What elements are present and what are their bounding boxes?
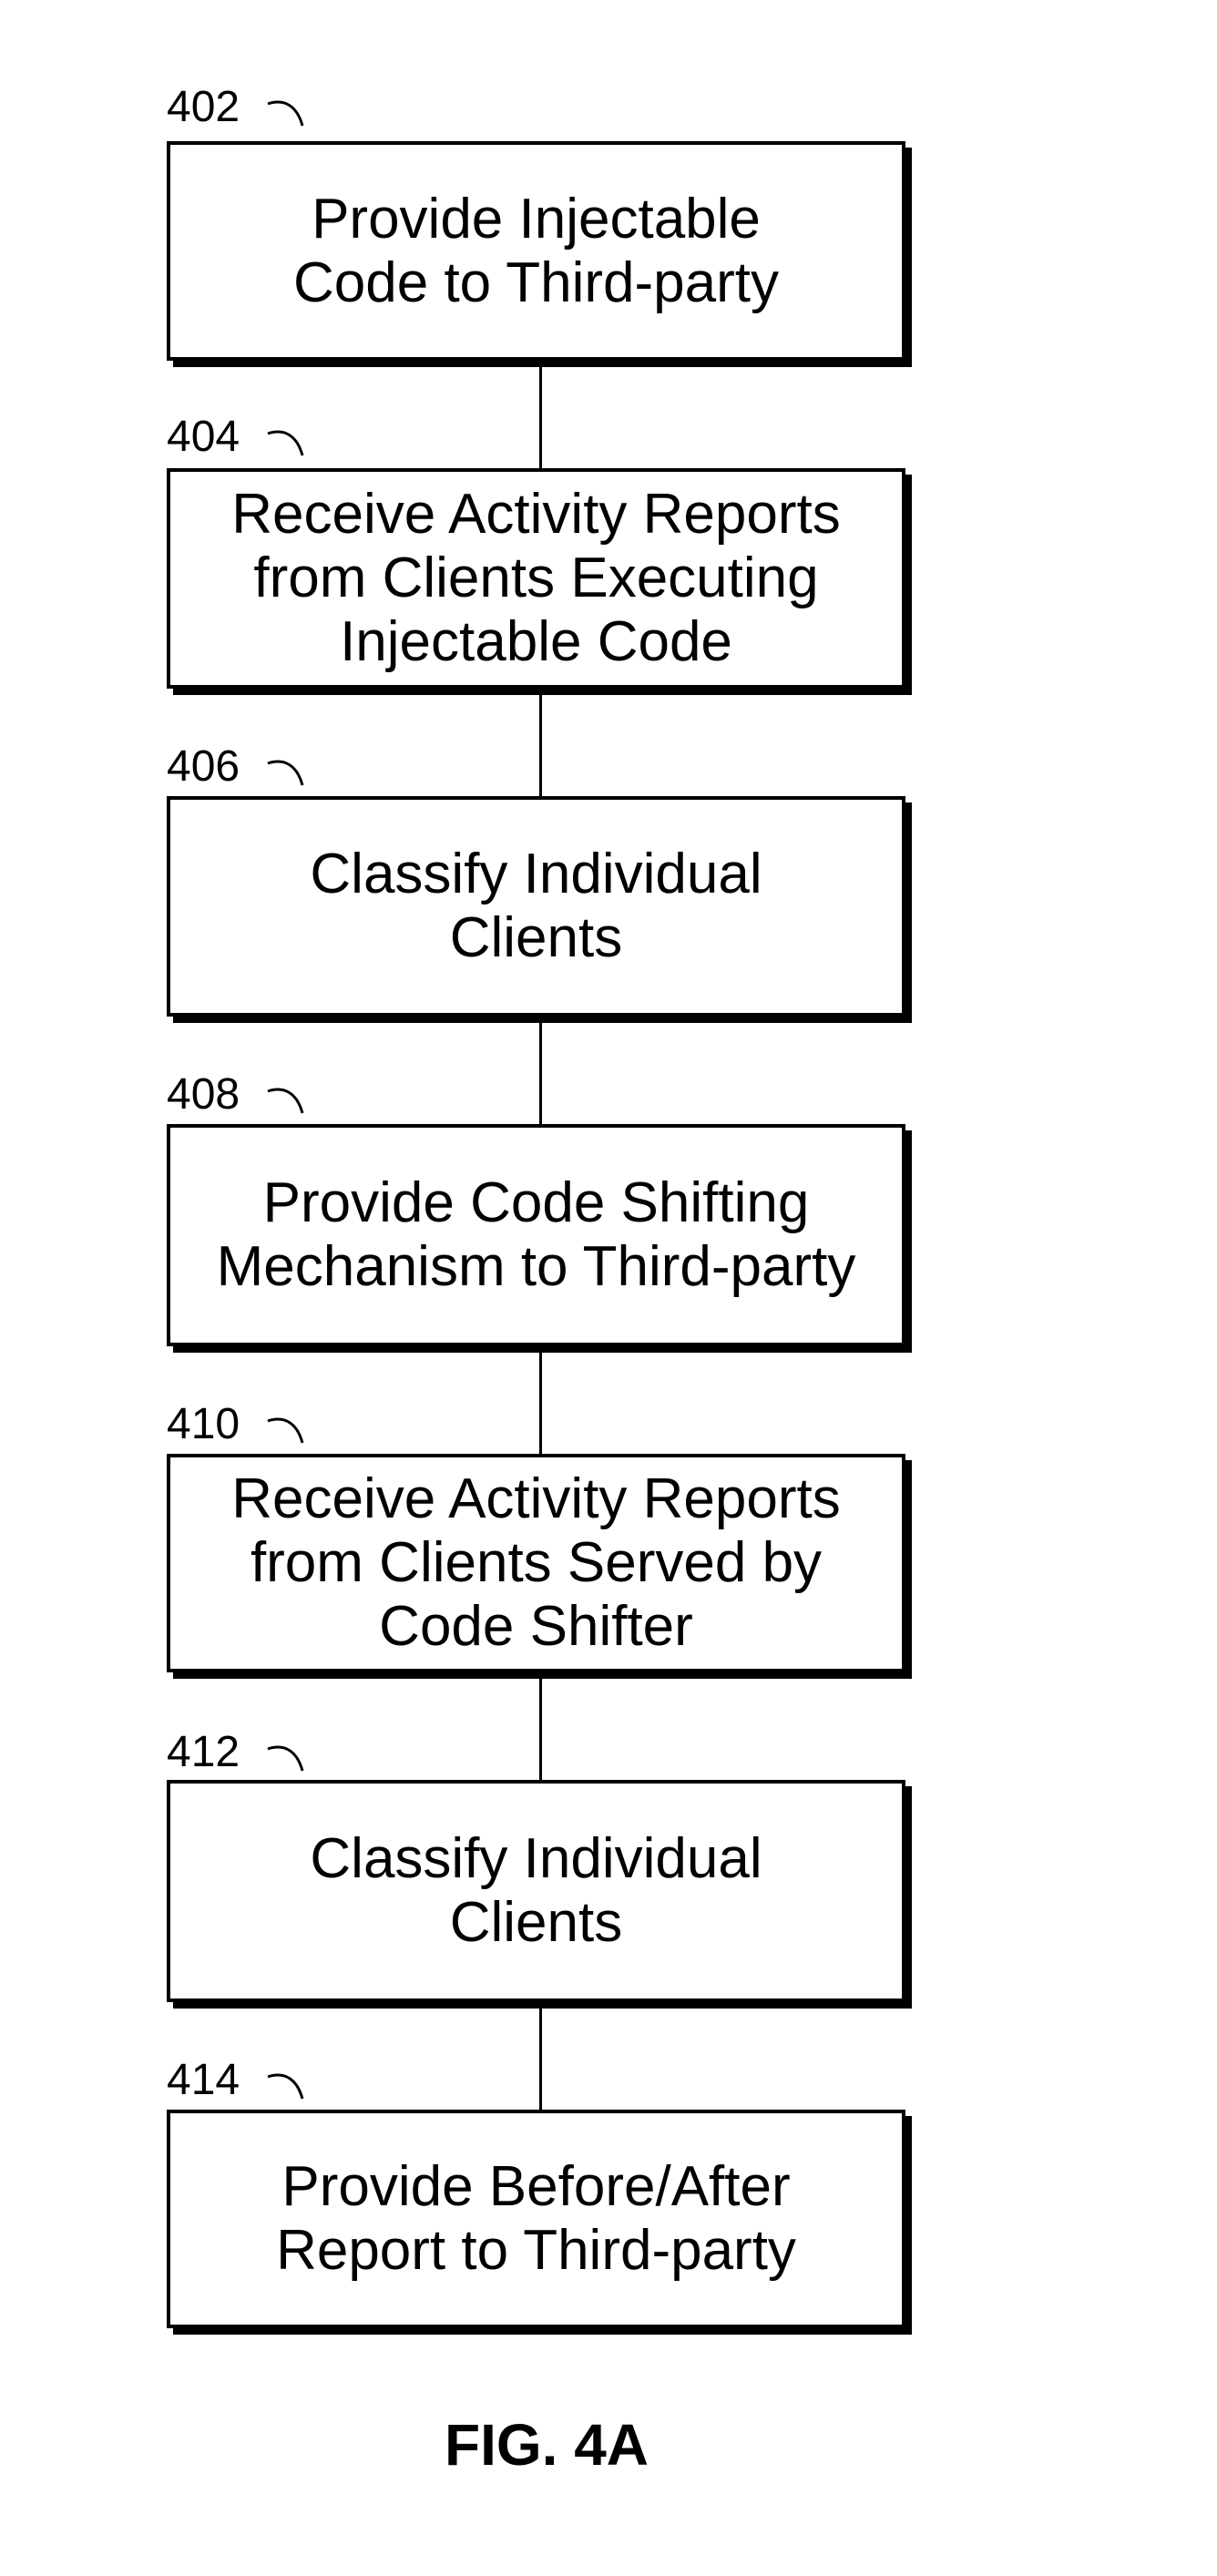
step-box-404: Receive Activity Reports from Clients Ex… (167, 468, 905, 689)
step-box-414: Provide Before/After Report to Third-par… (167, 2110, 905, 2328)
step-ref-label: 406 (167, 745, 240, 789)
step-text: Provide Code Shifting Mechanism to Third… (217, 1171, 856, 1299)
leader-hook-icon (264, 2070, 310, 2106)
connector-line (539, 1672, 542, 1780)
step-text: Classify Individual Clients (310, 1827, 762, 1955)
figure-caption: FIG. 4A (0, 2416, 1093, 2474)
step-text: Provide Injectable Code to Third-party (293, 188, 779, 315)
step-ref-label: 414 (167, 2059, 240, 2102)
connector-line (539, 361, 542, 468)
step-text: Receive Activity Reports from Clients Ex… (231, 483, 840, 674)
connector-line (539, 1017, 542, 1124)
step-ref-label: 412 (167, 1731, 240, 1774)
step-ref-label: 410 (167, 1403, 240, 1446)
step-text: Receive Activity Reports from Clients Se… (231, 1467, 840, 1659)
leader-hook-icon (264, 756, 310, 792)
connector-line (539, 1346, 542, 1454)
step-ref-label: 402 (167, 86, 240, 129)
step-box-410: Receive Activity Reports from Clients Se… (167, 1454, 905, 1672)
step-ref-label: 408 (167, 1073, 240, 1117)
connector-line (539, 689, 542, 796)
connector-line (539, 2002, 542, 2110)
step-text: Provide Before/After Report to Third-par… (276, 2155, 796, 2283)
leader-hook-icon (264, 97, 310, 133)
leader-hook-icon (264, 1742, 310, 1778)
step-box-406: Classify Individual Clients (167, 796, 905, 1017)
leader-hook-icon (264, 1414, 310, 1450)
step-ref-label: 404 (167, 415, 240, 459)
step-box-408: Provide Code Shifting Mechanism to Third… (167, 1124, 905, 1346)
step-box-412: Classify Individual Clients (167, 1780, 905, 2002)
step-text: Classify Individual Clients (310, 843, 762, 970)
leader-hook-icon (264, 426, 310, 463)
leader-hook-icon (264, 1084, 310, 1120)
step-box-402: Provide Injectable Code to Third-party (167, 141, 905, 361)
